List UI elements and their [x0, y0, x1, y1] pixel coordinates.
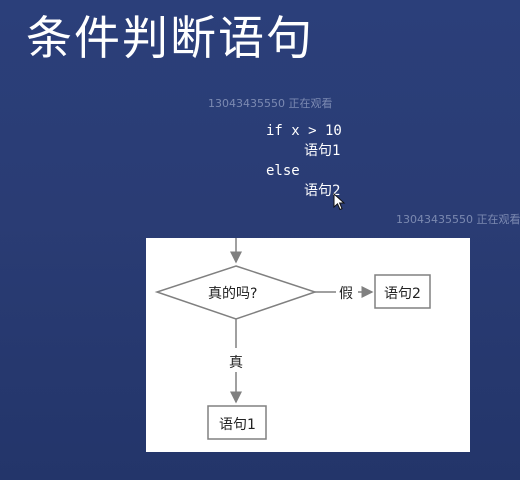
code-line-else: else — [266, 163, 300, 179]
true-label: 真 — [229, 355, 243, 371]
statement-2-box — [374, 274, 431, 309]
flowchart-graphic — [154, 238, 431, 440]
slide-title: 条件判断语句 — [26, 11, 314, 65]
statement-1-box — [207, 405, 267, 440]
mouse-cursor-icon — [333, 193, 346, 211]
code-line-statement-1: 语句1 — [304, 143, 341, 159]
code-block: if x > 10 语句1 else 语句2 — [266, 121, 342, 201]
statement-2-label: 语句2 — [384, 286, 421, 302]
false-label: 假 — [339, 286, 353, 302]
code-line-if: if x > 10 — [266, 123, 342, 139]
flowchart: 真的吗? 假 语句2 真 语句1 — [146, 238, 470, 452]
viewer-watermark: 13043435550 正在观看 — [396, 213, 520, 226]
statement-1-label: 语句1 — [219, 417, 256, 433]
viewer-watermark: 13043435550 正在观看 — [208, 97, 333, 110]
decision-label: 真的吗? — [208, 286, 258, 302]
code-line-statement-2: 语句2 — [304, 183, 341, 199]
